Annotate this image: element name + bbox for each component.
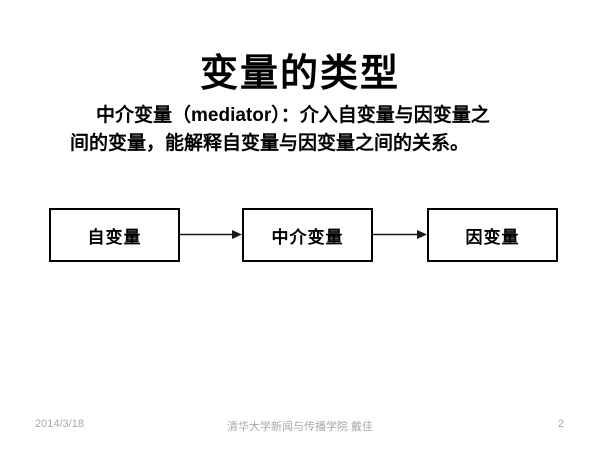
body-paragraph: 中介变量（mediator）：介入自变量与因变量之 间的变量，能解释自变量与因变… bbox=[70, 102, 536, 158]
box-mediator-variable: 中介变量 bbox=[242, 208, 373, 262]
body-text-line-2: 间的变量，能解释自变量与因变量之间的关系。 bbox=[70, 133, 470, 154]
arrow-right-icon bbox=[180, 230, 242, 239]
box-independent-variable-label: 自变量 bbox=[87, 227, 142, 247]
footer-date: 2014/3/18 bbox=[35, 418, 84, 430]
box-mediator-variable-label: 中介变量 bbox=[271, 227, 344, 247]
footer-institution: 清华大学新闻与传播学院 戴佳 bbox=[226, 421, 374, 433]
body-text-line-1: 中介变量（mediator）：介入自变量与因变量之 bbox=[96, 105, 490, 126]
box-dependent-variable-label: 因变量 bbox=[465, 227, 520, 247]
box-independent-variable: 自变量 bbox=[49, 208, 180, 262]
box-dependent-variable: 因变量 bbox=[427, 208, 558, 262]
arrow-right-icon bbox=[373, 230, 427, 239]
footer-page-number: 2 bbox=[557, 418, 564, 430]
slide-title: 变量的类型 bbox=[199, 53, 400, 95]
